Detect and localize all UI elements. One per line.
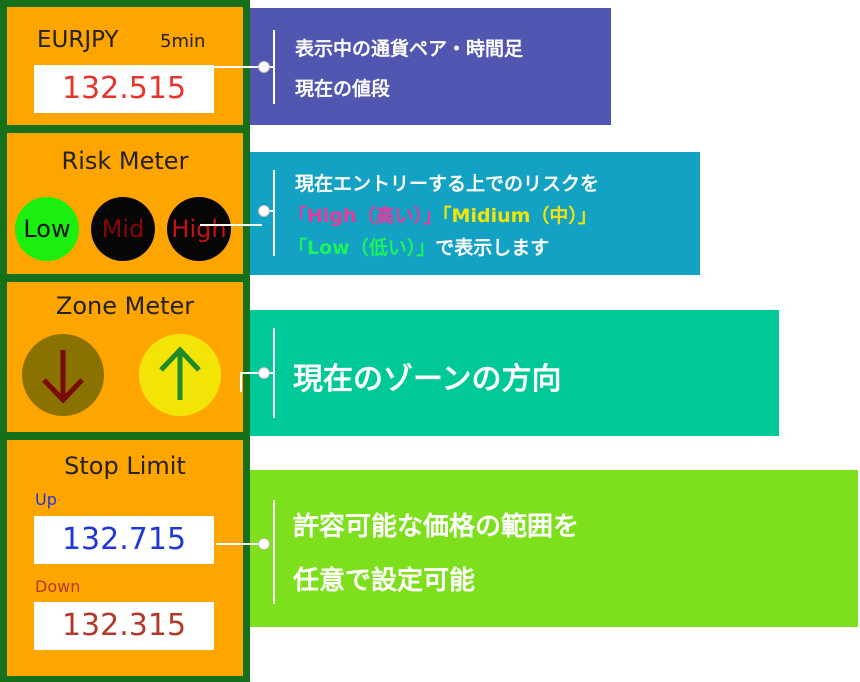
connector-zone-line	[240, 372, 273, 374]
zone-meter-title: Zone Meter	[55, 292, 195, 320]
risk-high-indicator: High	[167, 197, 231, 261]
callout-zone-text: 現在のゾーンの方向	[293, 362, 562, 397]
callout-risk: 現在エントリーする上でのリスクを 「High（高い）」「Midium（中）」 「…	[250, 152, 700, 275]
indicator-panel: EURJPY 5min 132.515 Risk Meter Low Mid H…	[0, 0, 250, 682]
risk-meter-section: Risk Meter Low Mid High	[7, 133, 243, 274]
callout-pair-line2: 現在の値段	[295, 78, 391, 100]
callout-stop-line1: 許容可能な価格の範囲を	[293, 512, 580, 542]
connector-zone-bar	[273, 328, 275, 418]
connector-risk-dot	[258, 205, 270, 217]
stop-limit-section: Stop Limit Up 132.715 Down 132.315	[7, 440, 243, 676]
arrow-up-icon	[159, 346, 201, 400]
connector-stop-bar	[273, 500, 275, 604]
callout-pair-price: 表示中の通貨ペア・時間足 現在の値段	[250, 8, 611, 125]
connector-pair-line	[180, 66, 273, 68]
timeframe-label: 5min	[160, 31, 206, 52]
connector-pair-bar	[273, 30, 275, 104]
risk-tail-text: で表示します	[435, 237, 550, 259]
risk-mid-indicator: Mid	[91, 197, 155, 261]
risk-mid-text: 「Midium（中）」	[442, 205, 597, 227]
stop-down-label: Down	[35, 577, 81, 596]
stop-up-input[interactable]: 132.715	[34, 516, 214, 564]
zone-up-indicator	[139, 334, 221, 416]
risk-low-indicator: Low	[15, 197, 79, 261]
callout-risk-line2: 「High（高い）」「Midium（中）」	[288, 201, 597, 228]
current-price: 132.515	[34, 65, 214, 113]
connector-zone-drop	[240, 372, 242, 392]
connector-stop-line	[216, 543, 262, 545]
callout-zone: 現在のゾーンの方向	[250, 310, 779, 436]
callout-stop-line2: 任意で設定可能	[293, 566, 476, 596]
callout-risk-line1: 現在エントリーする上でのリスクを	[295, 173, 600, 195]
risk-meter-title: Risk Meter	[61, 147, 189, 175]
arrow-down-icon	[42, 350, 84, 404]
callout-stop-limit: 許容可能な価格の範囲を 任意で設定可能	[250, 470, 858, 627]
stop-limit-title: Stop Limit	[64, 452, 186, 480]
pair-label: EURJPY	[37, 27, 119, 53]
zone-down-indicator	[22, 334, 104, 416]
connector-stop-dot	[258, 538, 270, 550]
connector-risk-line	[200, 224, 262, 226]
callout-pair-line1: 表示中の通貨ペア・時間足	[295, 38, 524, 60]
stop-up-label: Up	[35, 490, 57, 509]
connector-pair-dot	[258, 61, 270, 73]
risk-low-text: 「Low（低い）」	[288, 237, 436, 259]
callout-risk-line3: 「Low（低い）」で表示します	[288, 233, 549, 260]
connector-zone-dot	[258, 367, 270, 379]
stop-down-input[interactable]: 132.315	[34, 602, 214, 650]
zone-meter-section: Zone Meter	[7, 282, 243, 432]
connector-risk-bar	[273, 170, 275, 256]
risk-high-text: 「High（高い）」	[288, 205, 443, 227]
